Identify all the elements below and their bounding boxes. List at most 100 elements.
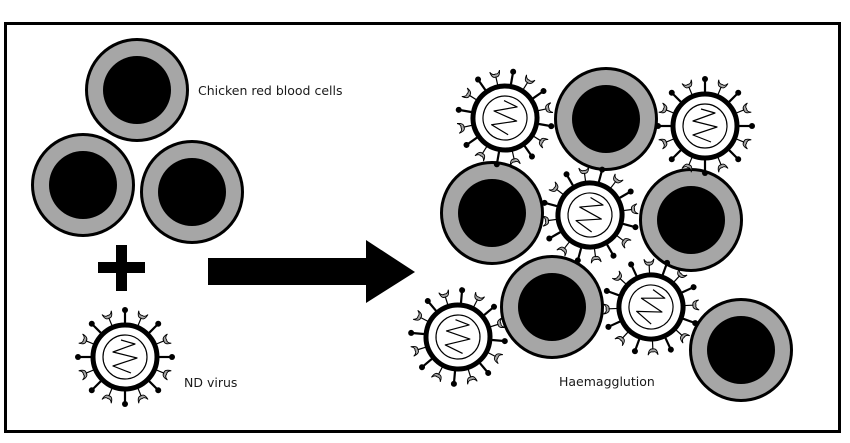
viral-rna-icon (636, 289, 666, 325)
rbc-nucleus (103, 56, 171, 124)
f-protein-spike (674, 328, 691, 344)
virus-envelope (423, 302, 493, 372)
virus-capsid (102, 334, 148, 380)
f-protein-spike (522, 74, 536, 91)
virus-capsid (435, 314, 481, 360)
label-haemagglutination: Haemagglution (559, 374, 655, 389)
hn-spike (88, 320, 103, 335)
hn-spike (459, 287, 466, 305)
red-blood-cell (689, 298, 793, 402)
hn-spike (88, 379, 103, 394)
hn-spike (655, 123, 672, 129)
f-protein-spike (602, 303, 619, 315)
hn-spike (618, 188, 634, 200)
f-protein-spike (611, 270, 628, 286)
red-blood-cell (85, 38, 189, 142)
virus-envelope (90, 322, 160, 392)
nd-virus-particle (455, 68, 555, 168)
rbc-nucleus (572, 85, 640, 153)
virus-capsid (482, 95, 528, 141)
virus-capsid (628, 284, 674, 330)
hn-spike (493, 150, 501, 168)
hn-spike (546, 230, 562, 242)
hn-spike (490, 338, 508, 345)
hn-spike (424, 297, 438, 313)
viral-rna-icon (575, 197, 604, 233)
hn-spike (463, 136, 479, 148)
hn-spike (603, 287, 621, 297)
nd-virus-particle (75, 307, 175, 407)
hn-spike (475, 76, 487, 92)
hn-spike (408, 329, 426, 336)
plus-sign (98, 245, 145, 291)
virus-envelope (555, 180, 625, 250)
hn-spike (147, 379, 162, 394)
hn-spike (628, 261, 639, 278)
rbc-nucleus (49, 151, 117, 219)
hn-spike (661, 259, 671, 277)
f-protein-spike (456, 122, 473, 134)
hn-spike (663, 336, 674, 353)
nd-virus-particle (541, 166, 639, 264)
hn-spike (147, 320, 162, 335)
hn-spike (122, 390, 128, 407)
virus-envelope (616, 272, 686, 342)
hn-spike (631, 337, 641, 355)
hn-spike (537, 122, 555, 130)
hn-spike (122, 307, 128, 324)
f-protein-spike (647, 339, 659, 356)
f-protein-spike (461, 87, 478, 101)
f-protein-spike (578, 166, 590, 183)
viral-rna-icon (112, 339, 138, 374)
virus-envelope (670, 91, 740, 161)
rbc-nucleus (518, 273, 586, 341)
reaction-arrow (208, 240, 415, 303)
hn-spike (541, 199, 559, 208)
virus-capsid (682, 103, 728, 149)
hn-spike (738, 123, 755, 129)
viral-rna-icon (692, 108, 718, 143)
hn-spike (668, 89, 683, 104)
hn-spike (75, 354, 92, 360)
f-protein-spike (683, 299, 700, 311)
plus-vertical-bar (116, 245, 127, 291)
hn-spike (158, 354, 175, 360)
hn-spike (563, 171, 575, 187)
nd-virus-particle (655, 76, 755, 176)
rbc-nucleus (657, 186, 725, 254)
hn-spike (727, 148, 742, 163)
hn-spike (455, 106, 473, 114)
nd-virus-particle (408, 287, 508, 387)
hn-spike (523, 144, 535, 160)
red-blood-cell (639, 168, 743, 272)
hn-spike (680, 284, 697, 295)
virus-capsid (567, 192, 613, 238)
hn-spike (478, 361, 492, 377)
viral-rna-icon (491, 100, 518, 136)
red-blood-cell (140, 140, 244, 244)
f-protein-spike (643, 258, 655, 275)
hn-spike (702, 76, 708, 93)
red-blood-cell (31, 133, 135, 237)
red-blood-cell (554, 67, 658, 171)
f-protein-spike (590, 247, 602, 264)
hn-spike (482, 303, 498, 317)
hn-spike (597, 166, 606, 184)
hn-spike (621, 222, 639, 231)
red-blood-cell (500, 255, 604, 359)
red-blood-cell (440, 161, 544, 265)
hn-spike (668, 148, 683, 163)
hn-spike (681, 317, 699, 327)
reactants-group (31, 38, 244, 407)
products-group (408, 67, 793, 402)
rbc-nucleus (707, 316, 775, 384)
virus-envelope (470, 83, 540, 153)
label-nd-virus: ND virus (184, 375, 237, 390)
diagram-frame (4, 22, 841, 433)
f-protein-spike (622, 203, 639, 215)
hn-spike (702, 159, 708, 176)
rbc-nucleus (458, 179, 526, 247)
hn-spike (509, 68, 517, 86)
rbc-nucleus (158, 158, 226, 226)
